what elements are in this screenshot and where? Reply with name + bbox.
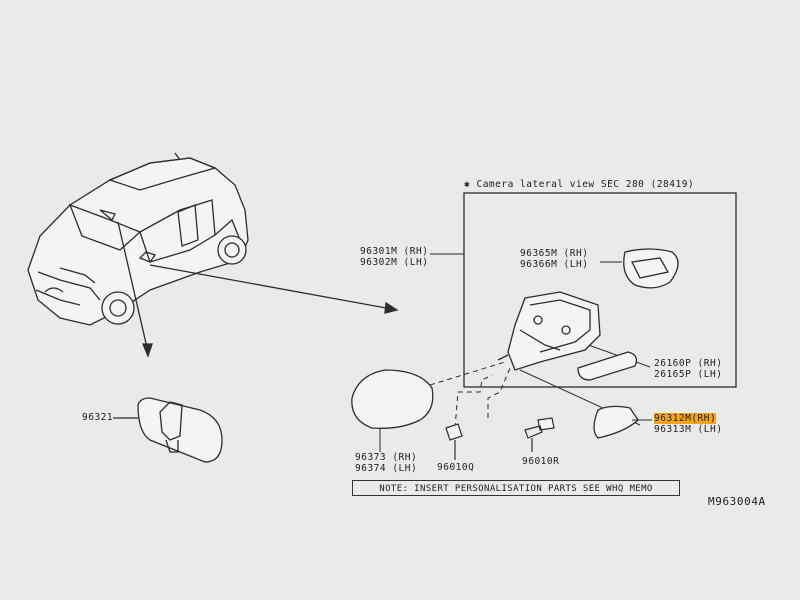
label-96373: 96373 (RH) 96374 (LH) [355, 452, 418, 474]
label-96365m: 96365M (RH) 96366M (LH) [520, 248, 589, 270]
rear-view-mirror-drawing [113, 397, 223, 463]
cover-96312m-drawing [593, 405, 639, 439]
mirror-housing-drawing [497, 248, 679, 381]
car-illustration [27, 152, 249, 326]
mirror-glass-drawing [351, 369, 434, 429]
label-96010q: 96010Q [437, 462, 475, 473]
note-box: NOTE: INSERT PERSONALISATION PARTS SEE W… [352, 480, 680, 496]
asterisk-icon: ✱ [464, 179, 471, 190]
bolt-96010r-drawing [524, 417, 555, 452]
inset-title-text: Camera lateral view SEC 280 (28419) [476, 179, 695, 190]
dashed-leaders [429, 361, 511, 429]
label-96312m: 96312M(RH) 96313M (LH) [654, 413, 723, 435]
label-96301m: 96301M (RH) 96302M (LH) [360, 246, 429, 268]
screw-96010q-drawing [445, 423, 463, 460]
leader-arrows [117, 221, 399, 358]
figure-code: M963004A [708, 495, 766, 508]
label-26160p: 26160P (RH) 26165P (LH) [654, 358, 723, 380]
inset-box [463, 192, 737, 388]
highlighted-part-number: 96312M [654, 413, 692, 424]
label-96010r: 96010R [522, 456, 560, 467]
label-96321: 96321 [82, 412, 114, 423]
inset-title: ✱ Camera lateral view SEC 280 (28419) [464, 179, 694, 190]
